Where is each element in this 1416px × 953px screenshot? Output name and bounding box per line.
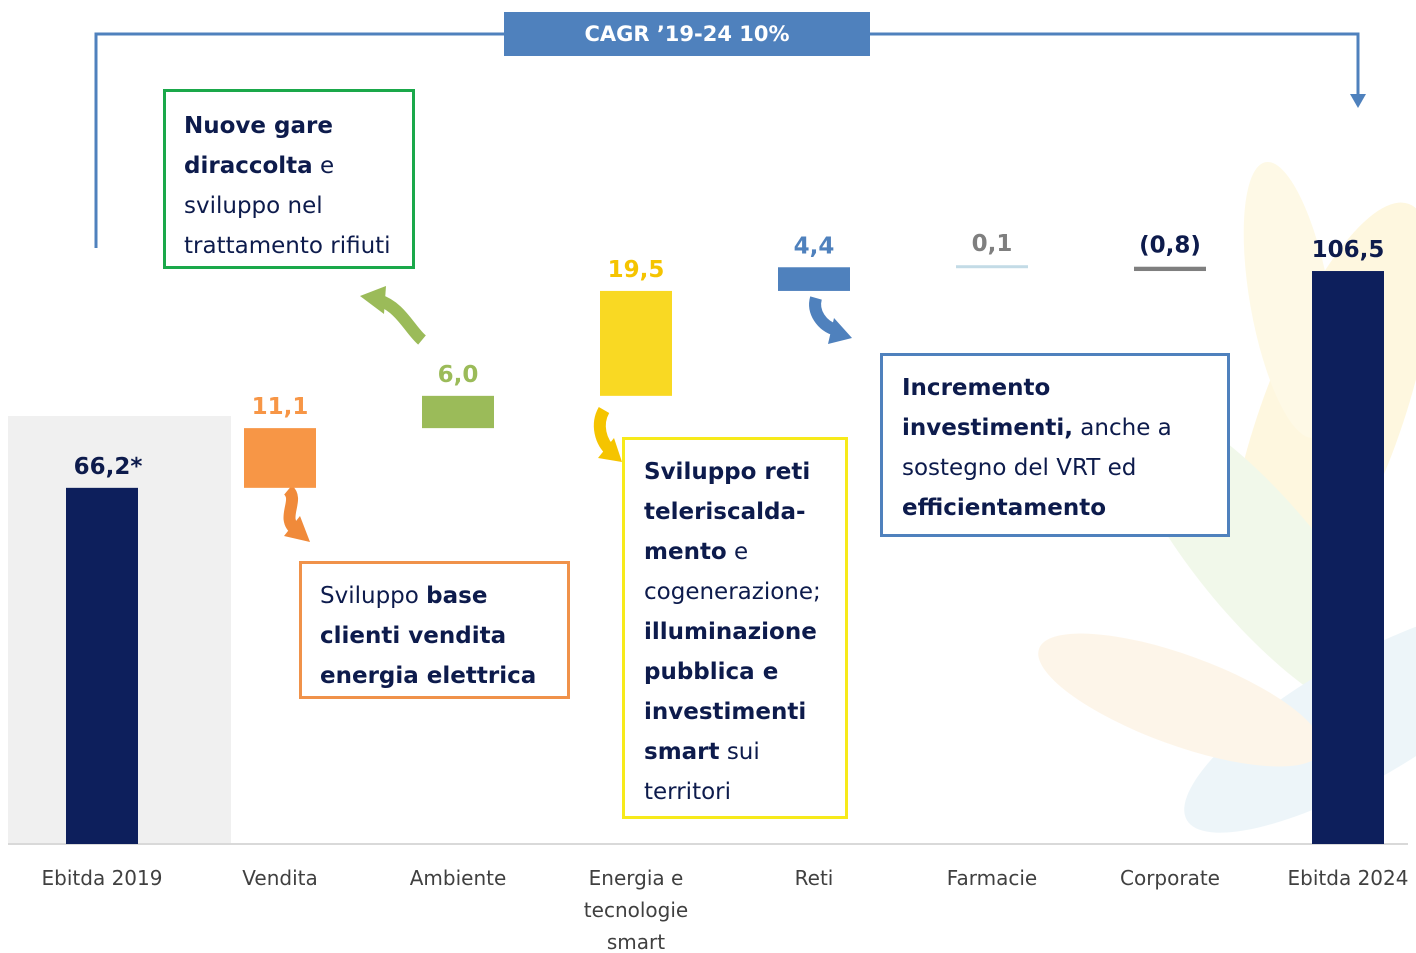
callout-energia-text: pubblica e <box>644 659 779 685</box>
callout-ambiente-text: Nuove gare di <box>184 113 333 179</box>
callout-ambiente-text: raccolta <box>208 153 313 179</box>
curved-arrow-vendita-icon <box>283 485 310 542</box>
category-tick-label: Reti <box>795 866 834 890</box>
category-tick-label-line: Reti <box>795 866 834 890</box>
bar-reti <box>778 267 850 291</box>
curved-arrow-reti-icon <box>809 296 852 344</box>
data-label: 6,0 <box>438 362 479 388</box>
callout-reti-text: anche a <box>1072 415 1172 441</box>
category-tick-label-line: smart <box>607 930 665 953</box>
callout-ambiente-text: e <box>312 153 335 179</box>
callout-energia-text: e <box>726 539 749 565</box>
data-label: 66,2* <box>74 454 143 480</box>
category-tick-label-line: Ebitda 2024 <box>1288 866 1409 890</box>
callout-vendita-text: energia elettrica <box>320 663 537 689</box>
callout-vendita: Sviluppo base clienti vendita energia elet… <box>299 561 570 699</box>
category-tick-label-line: Farmacie <box>947 866 1037 890</box>
callout-ambiente: Nuove gare diraccolta e sviluppo nel tratt… <box>163 89 415 269</box>
category-tick-label-line: Corporate <box>1120 866 1220 890</box>
curved-arrow-ambiente-icon <box>360 286 427 345</box>
bar-farmacie <box>956 265 1028 269</box>
category-tick-label: Ebitda 2024 <box>1288 866 1409 890</box>
callout-ambiente-text: trattamento rifiuti <box>184 233 391 259</box>
category-tick-label-line: Ambiente <box>410 866 507 890</box>
callout-energia-text: cogenerazione; <box>644 579 821 605</box>
callout-energia-text: sui <box>719 739 760 765</box>
data-label: 0,1 <box>972 231 1013 257</box>
category-tick-label: Ebitda 2019 <box>42 866 163 890</box>
callout-energia: Sviluppo reti teleriscalda-mento e cogener… <box>622 437 848 819</box>
bar-vendita <box>244 428 316 488</box>
category-tick-label: Corporate <box>1120 866 1220 890</box>
cagr-arrowhead-icon <box>1350 94 1366 108</box>
category-tick-label: Ambiente <box>410 866 507 890</box>
category-tick-label: Energia e tecnologie smart <box>584 866 688 953</box>
bar-corporate <box>1134 266 1206 272</box>
callout-ambiente-text: sviluppo nel <box>184 193 323 219</box>
callout-vendita-text: base <box>426 583 488 609</box>
bar-energia-e-tecnologie-smart <box>600 290 672 396</box>
bar-ebitda-2024 <box>1312 271 1384 844</box>
category-tick-label: Vendita <box>242 866 317 890</box>
callout-reti-text: Incremento <box>902 375 1051 401</box>
bar-ambiente <box>422 395 494 429</box>
bar-ebitda-2019 <box>66 487 138 844</box>
data-label: (0,8) <box>1139 233 1201 259</box>
data-label: 19,5 <box>608 257 665 283</box>
category-tick-label-line: Vendita <box>242 866 317 890</box>
callout-energia-text: investimenti <box>644 699 807 725</box>
category-tick-label-line: Ebitda 2019 <box>42 866 163 890</box>
callout-reti-text: efficientamento <box>902 495 1106 521</box>
callout-energia-text: teleriscalda- <box>644 499 806 525</box>
data-label: 4,4 <box>794 233 835 259</box>
callout-energia-text: territori <box>644 779 732 805</box>
category-tick-label-line: Energia e <box>589 866 684 890</box>
callout-reti: Incremento investimenti, anche a sostegno … <box>880 353 1230 537</box>
callout-energia-text: mento <box>644 539 727 565</box>
callout-energia-text: smart <box>644 739 720 765</box>
category-tick-label-line: tecnologie <box>584 898 688 922</box>
data-label: 11,1 <box>252 394 309 420</box>
category-tick-label: Farmacie <box>947 866 1037 890</box>
data-label: 106,5 <box>1312 237 1385 263</box>
callout-reti-text: sostegno del VRT ed <box>902 455 1137 481</box>
callout-energia-text: Sviluppo reti <box>644 459 811 485</box>
cagr-badge: CAGR ’19-24 10% <box>504 12 870 56</box>
curved-arrow-energia-icon <box>593 407 622 462</box>
callout-vendita-text: clienti vendita <box>320 623 507 649</box>
callout-energia-text: illuminazione <box>644 619 817 645</box>
callout-vendita-text: Sviluppo <box>320 583 427 609</box>
callout-reti-text: investimenti, <box>902 415 1073 441</box>
